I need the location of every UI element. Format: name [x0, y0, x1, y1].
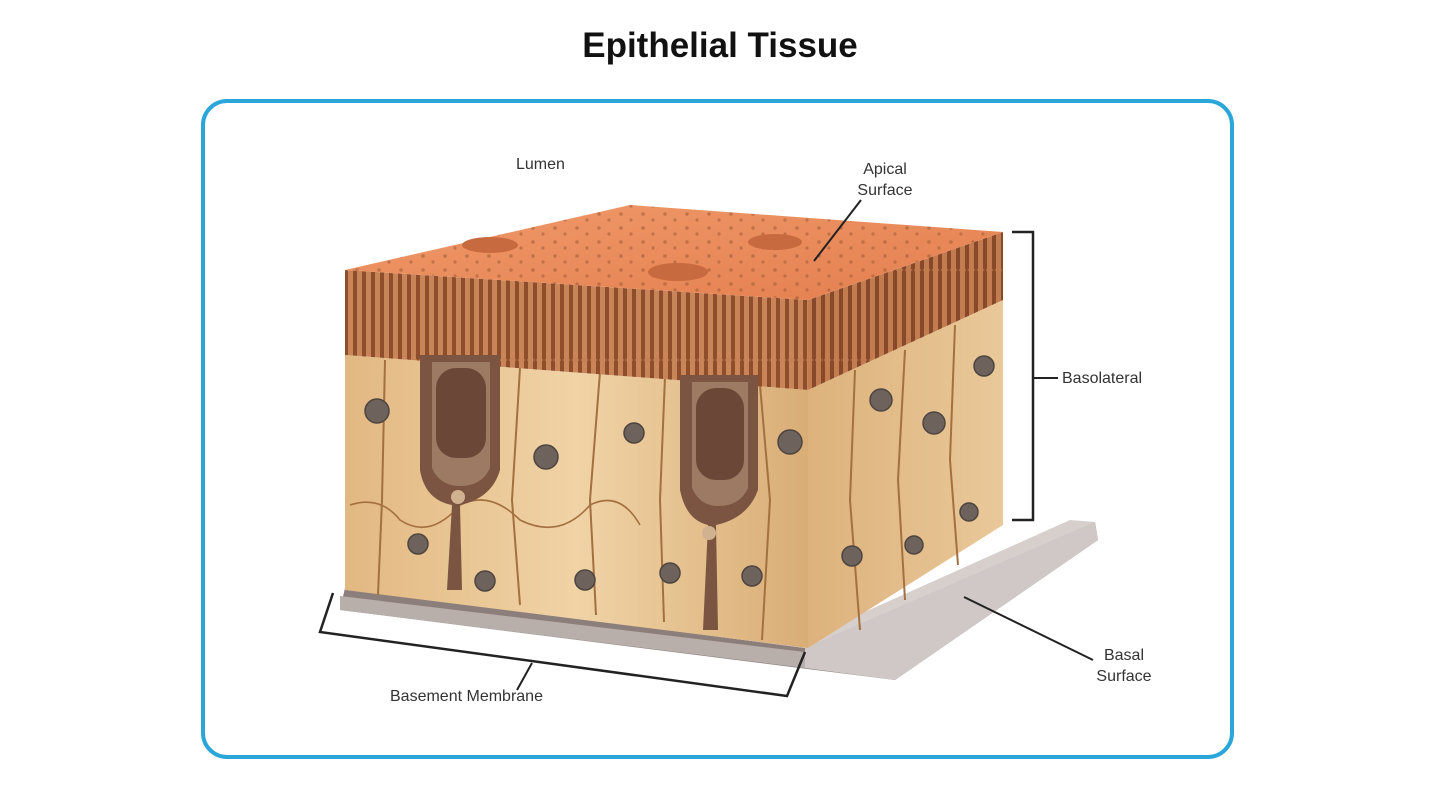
goblet-cell	[680, 375, 758, 630]
goblet-cell	[420, 355, 500, 590]
basement-membrane-leader	[516, 662, 533, 691]
basal-surface-label-line: Basal	[1103, 647, 1145, 664]
apical-surface-leader	[813, 199, 862, 262]
basement-membrane-bracket	[318, 592, 807, 698]
diagram-title: Epithelial Tissue	[582, 26, 858, 65]
microvilli-side	[808, 232, 1003, 390]
lumen-label: Lumen	[516, 156, 565, 173]
apical-surface-label-line: Surface	[857, 181, 913, 199]
basolateral-label: Basolateral	[1062, 370, 1143, 387]
apical-surface-label-line: Apical	[863, 161, 907, 178]
basal-surface-label: Basal Surface	[1088, 646, 1160, 688]
basal-surface-label-line: Surface	[1096, 667, 1152, 685]
basal-surface-leader	[963, 596, 1094, 661]
basolateral-bracket	[1012, 230, 1035, 522]
apical-surface-label: Apical Surface	[846, 160, 924, 202]
nuclei	[364, 355, 995, 592]
basement-membrane-label: Basement Membrane	[390, 688, 543, 705]
